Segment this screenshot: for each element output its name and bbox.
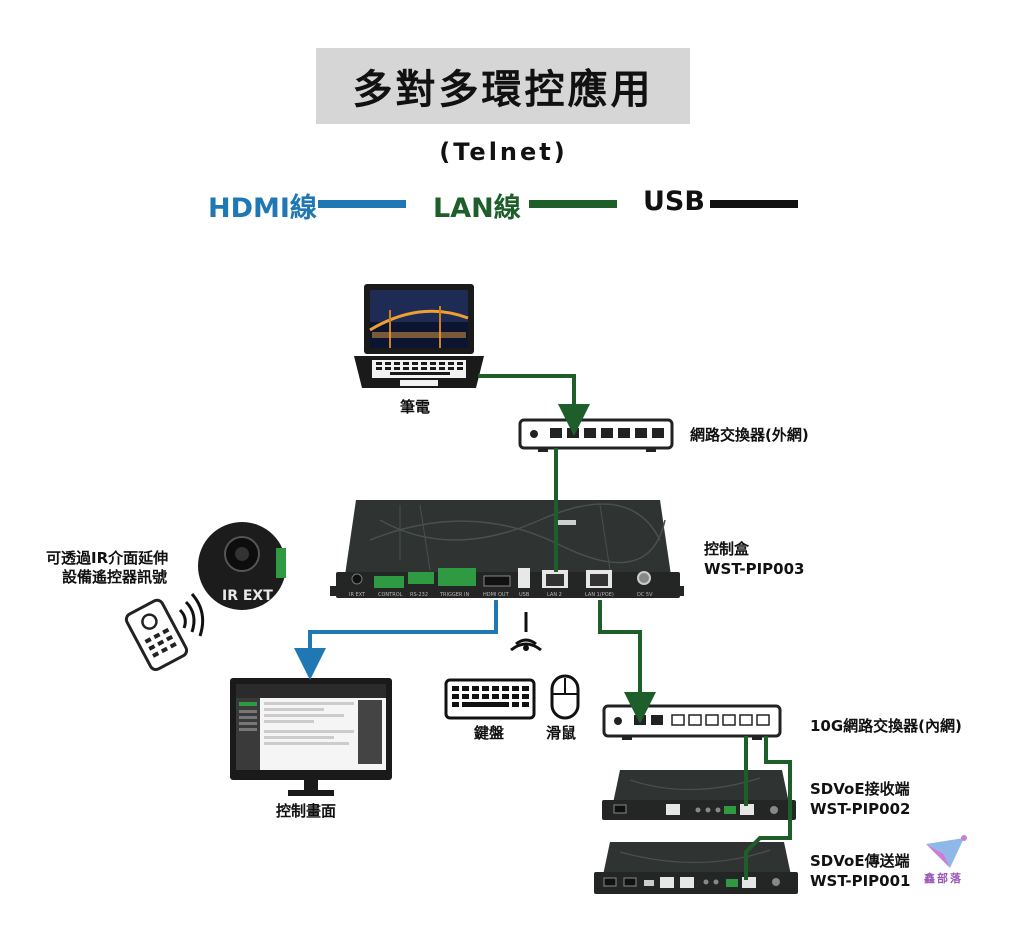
lan-laptop-to-switch — [478, 374, 590, 436]
monitor-icon — [230, 678, 392, 796]
wireless-icon — [510, 612, 542, 652]
svg-text:USB: USB — [519, 592, 530, 598]
mouse-label: 滑鼠 — [546, 724, 577, 742]
lan-control-box-to-internal-switch — [598, 600, 656, 724]
ir-note-line2: 設備遙控器訊號 — [62, 568, 168, 586]
laptop-icon — [354, 284, 484, 388]
hdmi-control-box-to-monitor — [294, 600, 498, 680]
page-title: 多對多環控應用 — [316, 48, 690, 124]
external-switch-label: 網路交換器(外網) — [690, 426, 809, 444]
internal-switch-icon — [602, 704, 782, 740]
ir-ext-closeup — [198, 522, 286, 610]
receiver-label: SDVoE接收端 — [810, 780, 910, 798]
control-box-label: 控制盒 — [704, 540, 750, 558]
page-subtitle: (Telnet) — [439, 138, 568, 166]
monitor-label: 控制畫面 — [276, 802, 337, 820]
legend-usb-line — [710, 200, 798, 208]
svg-text:TRIGGER IN: TRIGGER IN — [439, 592, 469, 598]
control-box-model-label: WST-PIP003 — [704, 560, 805, 578]
mouse-icon — [550, 674, 580, 720]
legend-usb-label: USB — [643, 186, 705, 217]
laptop-label: 筆電 — [400, 398, 431, 416]
svg-text:RS-232: RS-232 — [410, 592, 428, 598]
control-box-device: IR EXT CONTROL RS-232 TRIGGER IN HDMI OU… — [330, 500, 684, 598]
internal-switch-label: 10G網路交換器(內網) — [810, 717, 962, 735]
keyboard-icon — [444, 678, 536, 720]
legend-hdmi-line — [318, 200, 406, 208]
watermark-text: 鑫部落 — [924, 872, 963, 885]
ir-note-line1: 可透過IR介面延伸 — [46, 549, 169, 567]
svg-text:HDMI OUT: HDMI OUT — [483, 592, 510, 598]
receiver-model-label: WST-PIP002 — [810, 800, 911, 818]
svg-text:IR EXT: IR EXT — [349, 592, 366, 598]
legend-lan-label: LAN線 — [433, 193, 521, 224]
svg-text:LAN 2: LAN 2 — [547, 592, 562, 598]
external-switch-icon — [518, 418, 674, 452]
transmitter-model-label: WST-PIP001 — [810, 872, 911, 890]
ir-ext-label: IR EXT — [222, 588, 273, 604]
remote-control-icon — [124, 598, 189, 672]
svg-text:CONTROL: CONTROL — [378, 592, 403, 598]
svg-text:DC 5V: DC 5V — [637, 592, 653, 598]
sdvoe-receiver-device — [602, 770, 796, 820]
legend-hdmi-label: HDMI線 — [208, 193, 317, 224]
keyboard-label: 鍵盤 — [474, 724, 505, 742]
svg-text:LAN 1(POE): LAN 1(POE) — [585, 592, 614, 598]
remote-signal-waves — [178, 593, 205, 637]
watermark-logo-icon — [926, 835, 967, 868]
legend-lan-line — [529, 200, 617, 208]
sdvoe-transmitter-device — [594, 842, 798, 894]
transmitter-label: SDVoE傳送端 — [810, 852, 910, 870]
lan-internal-switch-to-transmitter — [744, 736, 792, 880]
